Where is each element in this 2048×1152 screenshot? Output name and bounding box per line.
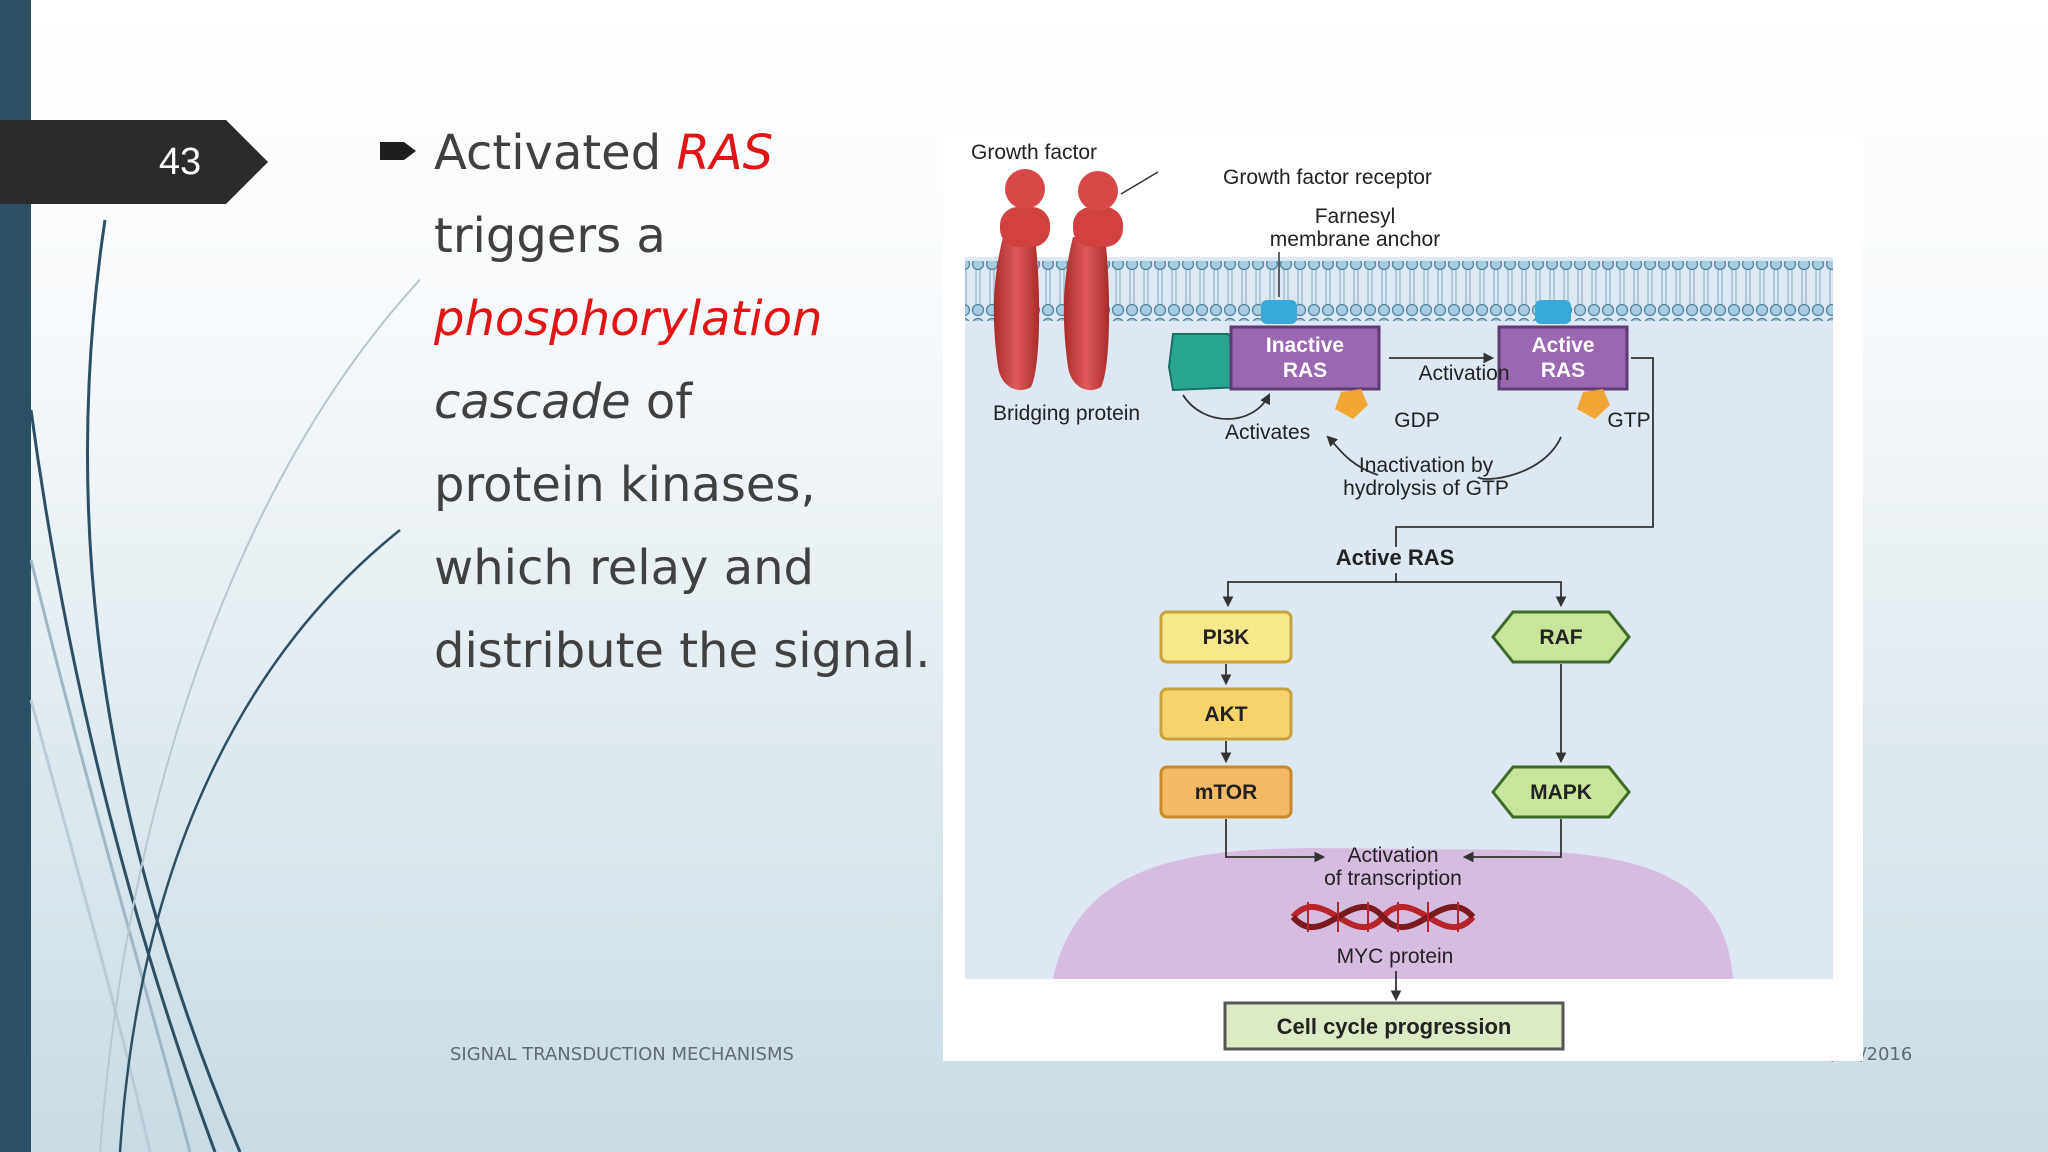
farnesyl-anchor-icon [1261, 300, 1297, 324]
mtor-label: mTOR [1195, 781, 1258, 804]
decorative-curves [29, 219, 420, 1152]
gdp-label: GDP [1394, 409, 1440, 432]
bullet-text-part: distribute the signal. [434, 623, 931, 679]
inactive-ras-label: RAS [1283, 359, 1327, 382]
gdp-icon [1335, 389, 1368, 419]
dna-icon [1290, 902, 1476, 932]
slide-number-tab: 43 [0, 120, 268, 204]
growth-factor-label: Growth factor [971, 141, 1097, 164]
mtor-box [1159, 765, 1293, 819]
active-ras-label: RAS [1541, 359, 1585, 382]
growth-factor-receptor-label: Growth factor receptor [1223, 166, 1432, 189]
inactive-ras-label: Inactive [1266, 334, 1344, 357]
raf-box [1491, 610, 1631, 664]
bullet-highlight-phosphorylation: phosphorylation [434, 291, 823, 347]
nucleus-shape [1053, 848, 1733, 979]
gtp-label: GTP [1607, 409, 1650, 432]
active-ras-label: Active [1531, 334, 1594, 357]
cell-cycle-box [1223, 1001, 1565, 1051]
raf-label: RAF [1539, 626, 1582, 649]
mapk-label: MAPK [1530, 781, 1592, 804]
farnesyl-label: Farnesyl [1315, 205, 1396, 228]
ras-pathway-figure: Inactive RAS Active RAS Growth factor Gr… [943, 137, 1863, 1061]
pi3k-box [1159, 610, 1293, 664]
inactivation-label: hydrolysis of GTP [1343, 477, 1509, 500]
activates-label: Activates [1225, 421, 1310, 444]
active-ras-branch-label: Active RAS [1336, 545, 1455, 570]
growth-factor-receptor-icon [993, 207, 1123, 391]
myc-protein-label: MYC protein [1337, 945, 1454, 968]
footer-title: SIGNAL TRANSDUCTION MECHANISMS [450, 1044, 794, 1065]
inactivation-label: Inactivation by [1359, 454, 1494, 477]
cell-cycle-label: Cell cycle progression [1277, 1014, 1512, 1039]
growth-factor-icon [1005, 169, 1118, 211]
akt-label: AKT [1204, 703, 1247, 726]
farnesyl-anchor-icon [1535, 300, 1571, 324]
slide-number: 43 [158, 141, 202, 183]
arrow-right-icon [380, 142, 416, 160]
bridging-protein-label: Bridging protein [993, 402, 1140, 425]
akt-box [1159, 687, 1293, 741]
activation-label: Activation [1418, 362, 1509, 385]
pi3k-label: PI3K [1203, 626, 1250, 649]
bullet-text-part: which relay and [434, 540, 815, 596]
active-ras-box [1497, 325, 1629, 391]
bullet-highlight-ras: RAS [676, 125, 774, 181]
cell-membrane [965, 261, 1833, 321]
bullet-text-part: of [630, 374, 693, 430]
bullet-text-part: triggers a [434, 208, 666, 264]
farnesyl-label: membrane anchor [1270, 228, 1440, 251]
bullet-italic-cascade: cascade [434, 374, 631, 430]
mapk-box [1491, 765, 1631, 819]
bullet-text: Activated RAS triggers a phosphorylation… [434, 112, 954, 693]
inactive-ras-box [1229, 325, 1381, 391]
activation-transcription-label: Activation [1347, 844, 1438, 867]
gtp-icon [1577, 389, 1610, 419]
activation-transcription-label: of transcription [1324, 867, 1462, 890]
bullet-text-part: protein kinases, [434, 457, 816, 513]
bullet-text-part: Activated [434, 125, 677, 181]
